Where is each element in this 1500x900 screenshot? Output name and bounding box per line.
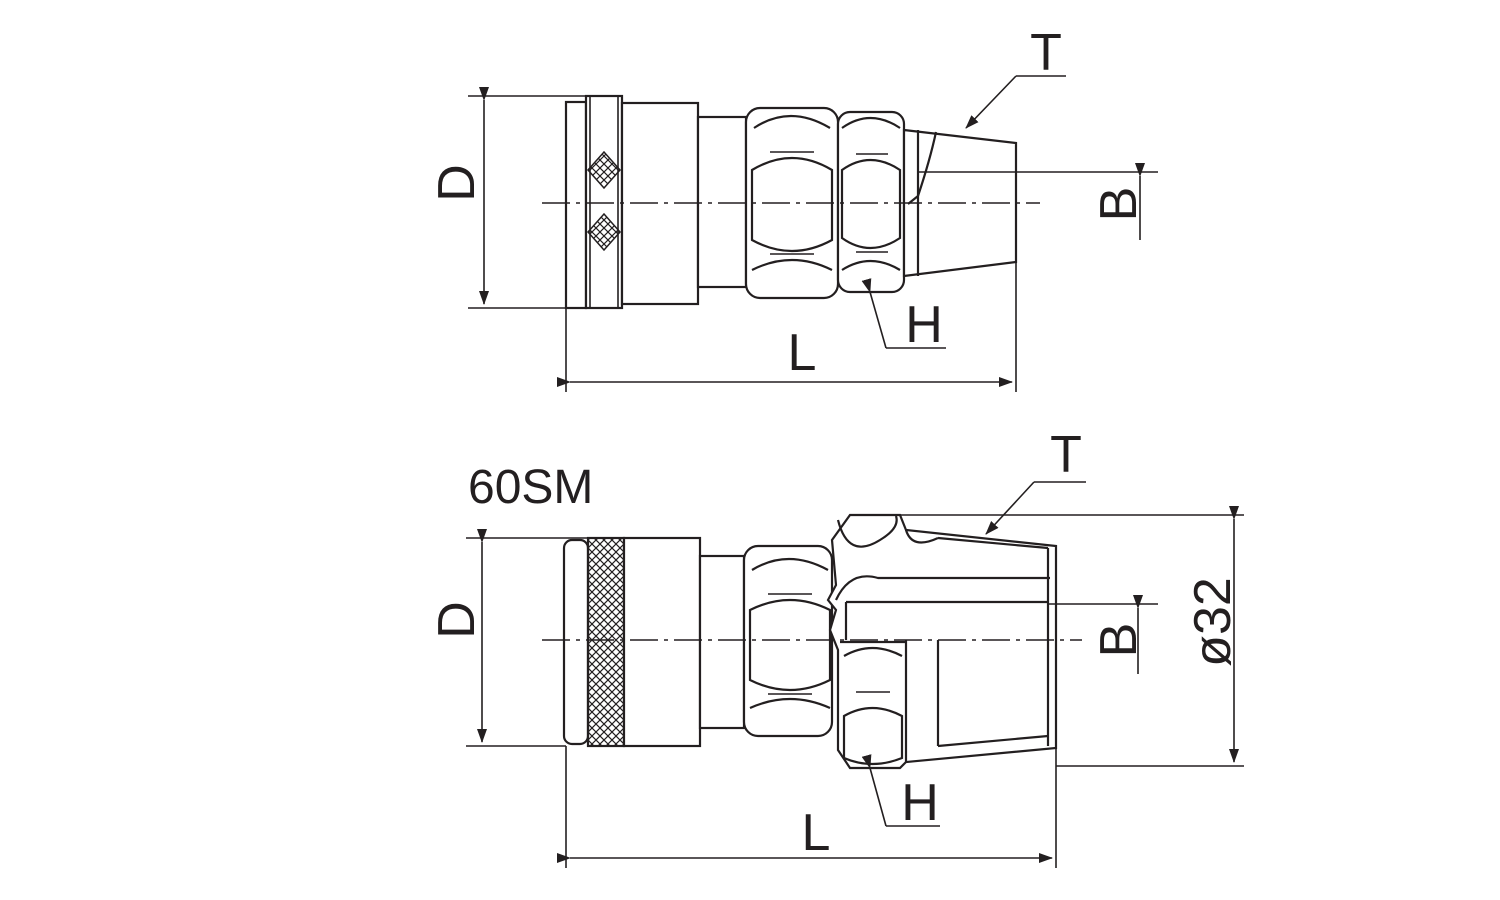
dimension-d: D xyxy=(428,87,586,309)
dimension-label-l: L xyxy=(802,804,831,862)
dimension-label-d: D xyxy=(428,164,486,202)
sleeve xyxy=(584,94,624,310)
leader-label-t: T xyxy=(1030,24,1062,82)
hex-nut-2 xyxy=(836,110,906,294)
coupler-body xyxy=(622,536,702,748)
coupler-60sm-view: 60SM xyxy=(428,426,1244,868)
hex-nut-2 xyxy=(840,640,906,766)
dimension-l: L xyxy=(557,746,1057,868)
leader-h: H xyxy=(861,754,940,832)
dimension-l: L xyxy=(557,262,1017,392)
adapter-body xyxy=(826,513,1058,770)
dimension-label-b: B xyxy=(1090,623,1148,658)
knurled-sleeve xyxy=(586,536,626,748)
dimension-b: B xyxy=(1048,595,1158,674)
coupler-top-view: D L B T H xyxy=(428,24,1158,392)
leader-t: T xyxy=(965,24,1066,129)
dimension-d: D xyxy=(428,529,588,747)
leader-label-h: H xyxy=(905,296,943,354)
dimension-label-l: L xyxy=(788,324,817,382)
dimension-label-d: D xyxy=(428,601,486,639)
leader-label-t: T xyxy=(1050,426,1082,484)
dimension-label-b: B xyxy=(1090,187,1148,222)
hex-nut-1 xyxy=(742,544,834,738)
sleeve-lip xyxy=(562,538,590,746)
model-title: 60SM xyxy=(468,461,593,514)
dimension-od: ø32 xyxy=(900,506,1244,767)
dimension-label-od: ø32 xyxy=(1184,577,1242,667)
body-neck xyxy=(696,115,748,289)
dimension-b: B xyxy=(918,163,1158,240)
sleeve-lip xyxy=(564,100,588,310)
leader-label-h: H xyxy=(901,774,939,832)
body-neck xyxy=(698,554,746,730)
leader-t: T xyxy=(985,426,1086,535)
knurl-mark-icon xyxy=(586,150,622,252)
leader-h: H xyxy=(861,278,946,354)
